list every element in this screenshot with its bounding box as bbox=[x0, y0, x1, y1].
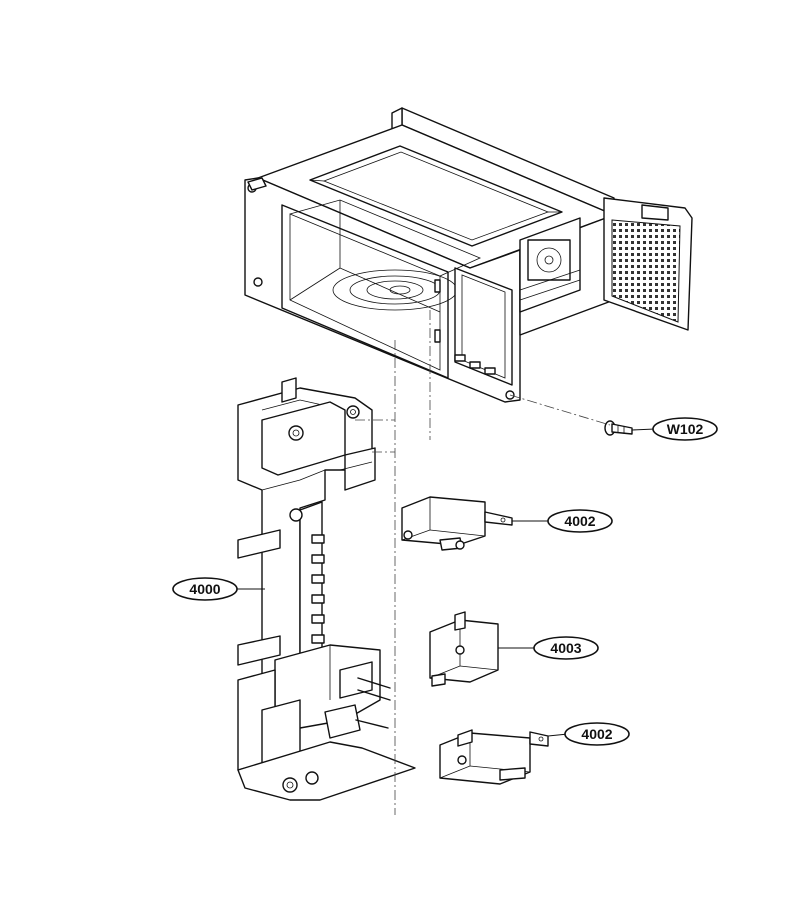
callout-4000: 4000 bbox=[172, 577, 265, 601]
microwave-cavity-assembly bbox=[244, 107, 693, 403]
callout-w102: W102 bbox=[631, 417, 718, 441]
callout-4002-bottom: 4002 bbox=[547, 722, 630, 746]
callout-4003: 4003 bbox=[498, 636, 599, 660]
callout-4002-top-label: 4002 bbox=[564, 513, 595, 529]
screw-w102 bbox=[604, 420, 633, 436]
callout-4003-label: 4003 bbox=[550, 640, 581, 656]
motor-bracket bbox=[519, 217, 581, 313]
callout-w102-label: W102 bbox=[667, 421, 704, 437]
ladder-notches bbox=[299, 501, 325, 659]
switch-4002-bottom bbox=[439, 729, 549, 785]
callout-4002-top: 4002 bbox=[512, 509, 613, 533]
latch-board-assembly bbox=[237, 377, 416, 801]
callout-4000-label: 4000 bbox=[189, 581, 220, 597]
callout-4002-bottom-label: 4002 bbox=[581, 726, 612, 742]
switch-4002-top bbox=[401, 496, 513, 551]
switch-4003 bbox=[429, 611, 499, 687]
vent-plate bbox=[603, 197, 693, 331]
alignment-lines bbox=[355, 310, 611, 815]
